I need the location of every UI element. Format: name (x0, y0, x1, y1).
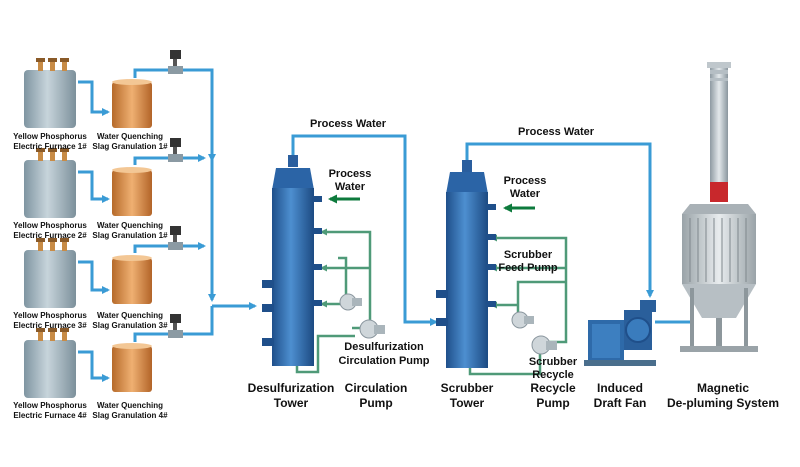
desulfurization-tower (262, 155, 322, 366)
quench-4-label-line2: Slag Granulation 4# (92, 411, 168, 420)
flow-meter-icon (168, 50, 183, 74)
process-water-top-right: Process Water (518, 126, 595, 138)
scrubber-feed-callout-line1: Scrubber (504, 249, 553, 261)
flow-meter-icon (168, 138, 183, 162)
quench-1-label-line2: Slag Granulation 1# (92, 142, 168, 151)
flow-meter-icon (168, 226, 183, 250)
stack-icon (680, 62, 758, 352)
furnace-group (24, 58, 76, 398)
process-water-top-left: Process Water (310, 118, 387, 130)
furnace-4-label-line2: Electric Furnace 4# (13, 411, 87, 420)
furnace-1-label-line2: Electric Furnace 1# (13, 142, 87, 151)
circ-pump-label-line1: Circulation (345, 381, 408, 395)
process-water-desulf-line2: Water (335, 181, 366, 193)
scrubber-tower (436, 160, 496, 368)
desulf-tower-label-line1: Desulfurization (248, 381, 335, 395)
furnace-icon (24, 148, 76, 218)
quench-2-label-line1: Water Quenching (97, 221, 163, 230)
desulf-pump-callout-line2: Circulation Pump (338, 355, 429, 367)
furnace-icon (24, 58, 76, 128)
recycle-pump-label-line1: Recycle (530, 381, 576, 395)
pump-icon (531, 335, 557, 355)
flow-meters (168, 50, 183, 338)
scrubber-recycle-callout-line1: Scrubber (529, 356, 578, 368)
scrubber-recycle-callout-line2: Recycle (532, 369, 574, 381)
furnace-3-label-line1: Yellow Phosphorus (13, 311, 87, 320)
pump-icon (511, 311, 534, 329)
furnace-2-label-line1: Yellow Phosphorus (13, 221, 87, 230)
furnace-4-label-line1: Yellow Phosphorus (13, 401, 87, 410)
quench-group (112, 79, 152, 392)
induced-draft-fan (584, 300, 656, 366)
de-pluming-system (680, 62, 758, 352)
fan-label-line2: Draft Fan (594, 396, 647, 410)
recycle-pump-label-line2: Pump (536, 396, 569, 410)
furnace-labels: Yellow Phosphorus Electric Furnace 1# Ye… (13, 132, 87, 420)
quench-labels: Water Quenching Slag Granulation 1# Wate… (92, 132, 168, 420)
scrubber-tower-label-line1: Scrubber (441, 381, 494, 395)
desulf-tower-label-line2: Tower (274, 396, 309, 410)
furnace-1-label-line1: Yellow Phosphorus (13, 132, 87, 141)
quench-2-label-line2: Slag Granulation 1# (92, 231, 168, 240)
pump-group (339, 293, 557, 355)
quench-tank-icon (112, 343, 152, 392)
fan-icon (584, 300, 656, 366)
quench-3-label-line2: Slag Granulation 3# (92, 321, 168, 330)
quench-3-label-line1: Water Quenching (97, 311, 163, 320)
furnace-3-label-line2: Electric Furnace 3# (13, 321, 87, 330)
scrubber-tower-label-line2: Tower (450, 396, 485, 410)
process-water-scrub-line2: Water (510, 188, 541, 200)
quench-tank-icon (112, 79, 152, 128)
furnace-2-label-line2: Electric Furnace 2# (13, 231, 87, 240)
process-water-inlets (328, 194, 535, 213)
scrubber-feed-callout-line2: Feed Pump (498, 262, 558, 274)
quench-tank-icon (112, 167, 152, 216)
furnace-icon (24, 238, 76, 308)
process-water-desulf-line1: Process (329, 168, 372, 180)
quench-tank-icon (112, 255, 152, 304)
desulf-pump-callout-line1: Desulfurization (344, 341, 424, 353)
furnace-icon (24, 328, 76, 398)
quench-1-label-line1: Water Quenching (97, 132, 163, 141)
flow-meter-icon (168, 314, 183, 338)
quench-4-label-line1: Water Quenching (97, 401, 163, 410)
process-water-scrub-line1: Process (504, 175, 547, 187)
fan-label-line1: Induced (597, 381, 643, 395)
circ-pump-label-line2: Pump (359, 396, 392, 410)
pump-icon (339, 293, 362, 311)
tower-icon (436, 160, 496, 368)
pump-icon (359, 319, 385, 339)
tower-icon (262, 155, 322, 366)
demist-label-line2: De-pluming System (667, 396, 779, 410)
demist-label-line1: Magnetic (697, 381, 749, 395)
